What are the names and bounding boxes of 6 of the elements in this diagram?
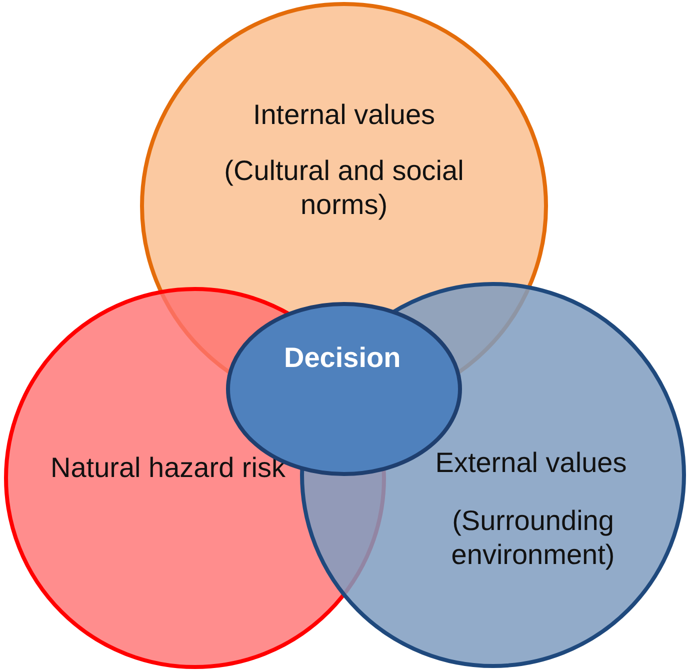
- center-label: Decision: [284, 341, 402, 375]
- circle-label: Natural hazard risk: [50, 451, 286, 485]
- circle-label: External values: [434, 446, 628, 480]
- circle-subtitle: (Surrounding environment): [450, 504, 616, 572]
- circle-label: Internal values: [252, 98, 436, 132]
- circle-subtitle: (Cultural and social norms): [223, 154, 465, 222]
